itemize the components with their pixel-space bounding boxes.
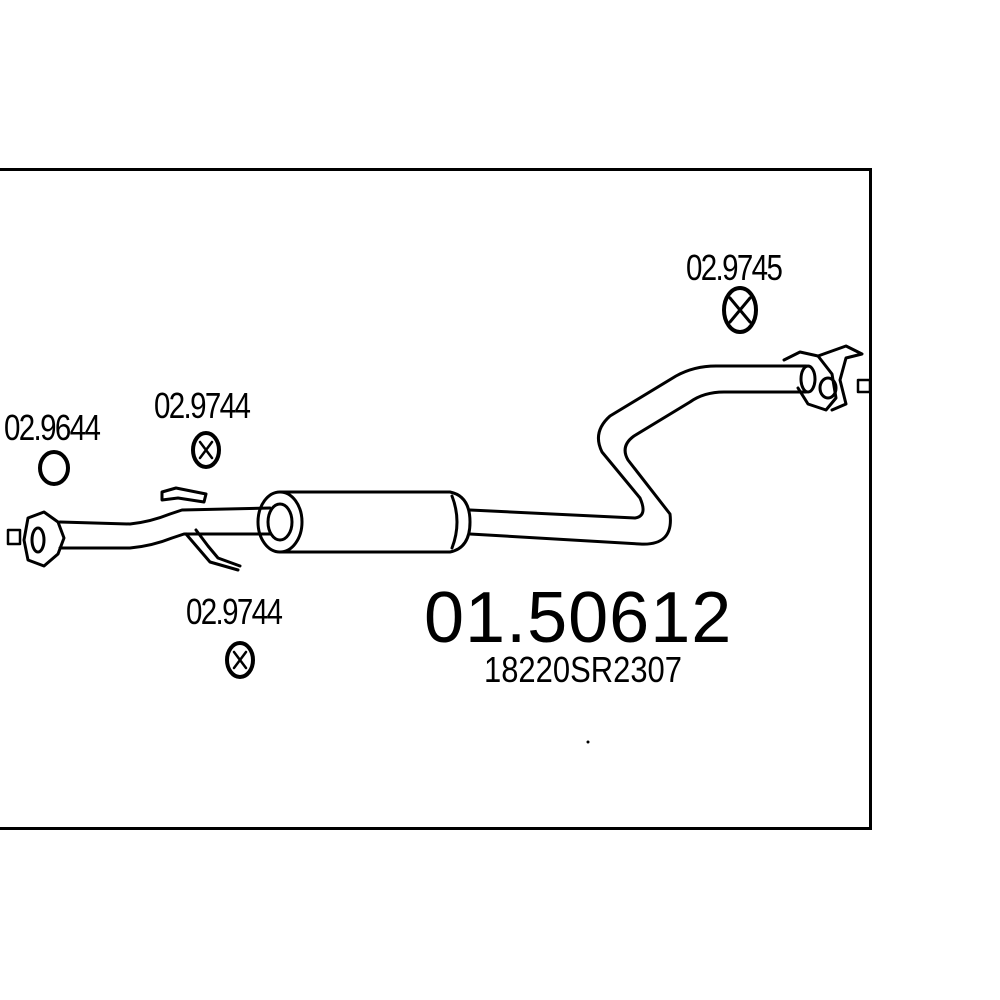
front-bracket <box>160 486 242 572</box>
oem-number: 18220SR2307 <box>484 649 682 690</box>
hanger-lower-label: 02.9744 <box>186 591 283 632</box>
rubber-hanger-rear <box>722 286 758 334</box>
diagram-frame <box>0 168 872 830</box>
gasket-label: 02.9644 <box>4 407 101 448</box>
hanger-upper-label: 02.9744 <box>154 385 251 426</box>
part-number: 01.50612 <box>424 578 733 658</box>
muffler <box>256 490 472 554</box>
stray-dot <box>586 740 590 744</box>
rubber-hanger-upper <box>191 431 221 469</box>
gasket-ring <box>38 450 70 486</box>
rubber-hanger-lower <box>225 641 255 679</box>
rear-flange <box>782 344 872 412</box>
rear-pipe <box>468 364 808 546</box>
front-flange <box>6 510 66 568</box>
front-pipe <box>58 506 272 550</box>
hanger-rear-label: 02.9745 <box>686 247 783 288</box>
